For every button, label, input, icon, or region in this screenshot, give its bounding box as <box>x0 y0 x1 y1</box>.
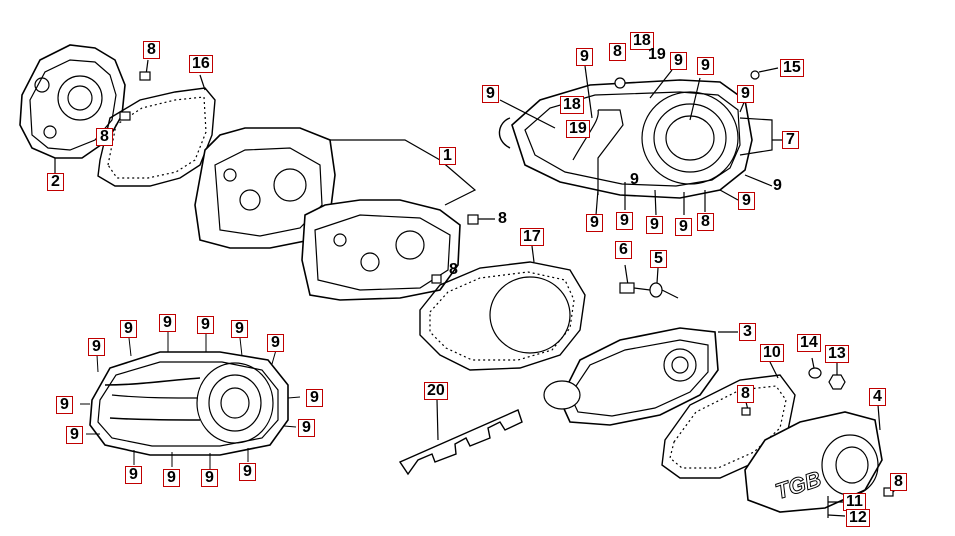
callout-label: 4 <box>869 388 886 406</box>
callout-label: 9 <box>306 389 323 407</box>
callout-label: 7 <box>782 131 799 149</box>
callout-label: 9 <box>267 334 284 352</box>
part-17-gasket <box>419 245 586 371</box>
callout-label: 8 <box>449 261 458 278</box>
part-20-strip <box>398 399 523 476</box>
callout-label: 9 <box>125 466 142 484</box>
callout-label: 9 <box>586 214 603 232</box>
callout-label: 9 <box>201 469 218 487</box>
callout-label: 8 <box>697 213 714 231</box>
callout-label: 9 <box>239 463 256 481</box>
callout-label: 3 <box>739 323 756 341</box>
callout-label: 9 <box>737 85 754 103</box>
callout-label: 9 <box>738 192 755 210</box>
part-4-cover <box>744 404 883 513</box>
callout-label: 9 <box>197 316 214 334</box>
callout-label: 8 <box>498 210 507 227</box>
part-3-case <box>543 327 738 426</box>
callout-label: 19 <box>566 120 590 138</box>
lower-left-cover <box>89 351 289 456</box>
callout-label: 20 <box>424 382 448 400</box>
callout-label: 19 <box>648 46 666 63</box>
callout-label: 9 <box>159 314 176 332</box>
callout-label: 1 <box>439 147 456 165</box>
callout-label: 9 <box>231 320 248 338</box>
part-16-gasket <box>97 74 216 187</box>
callout-label: 12 <box>846 509 870 527</box>
callout-label: 16 <box>189 55 213 73</box>
callout-label: 9 <box>88 338 105 356</box>
callout-label: 9 <box>163 469 180 487</box>
callout-label: 15 <box>780 59 804 77</box>
callout-label: 9 <box>482 85 499 103</box>
callout-label: 18 <box>630 32 654 50</box>
callout-label: 10 <box>760 344 784 362</box>
part-1-crankcase <box>194 127 477 301</box>
callout-label: 2 <box>47 173 64 191</box>
callout-label: 9 <box>120 320 137 338</box>
callout-label: 9 <box>298 419 315 437</box>
callout-label: 9 <box>670 52 687 70</box>
callout-label: 8 <box>737 385 754 403</box>
callout-label: 9 <box>773 177 782 194</box>
callout-label: 17 <box>520 228 544 246</box>
callout-label: 6 <box>615 241 632 259</box>
callout-label: 8 <box>143 41 160 59</box>
callout-label: 14 <box>797 334 821 352</box>
callout-label: 9 <box>630 171 639 188</box>
callout-label: 8 <box>890 473 907 491</box>
callout-label: 9 <box>675 218 692 236</box>
callout-label: 18 <box>560 96 584 114</box>
callout-label: 9 <box>576 48 593 66</box>
callout-label: 9 <box>697 57 714 75</box>
part-2-cover <box>19 44 126 173</box>
callout-label: 8 <box>96 128 113 146</box>
callout-label: 5 <box>650 250 667 268</box>
callout-label: 8 <box>609 43 626 61</box>
callout-label: 13 <box>825 345 849 363</box>
callout-label: 9 <box>616 212 633 230</box>
callout-label: 9 <box>66 426 83 444</box>
callout-label: 9 <box>646 216 663 234</box>
callout-label: 11 <box>843 493 866 511</box>
callout-label: 9 <box>56 396 73 414</box>
